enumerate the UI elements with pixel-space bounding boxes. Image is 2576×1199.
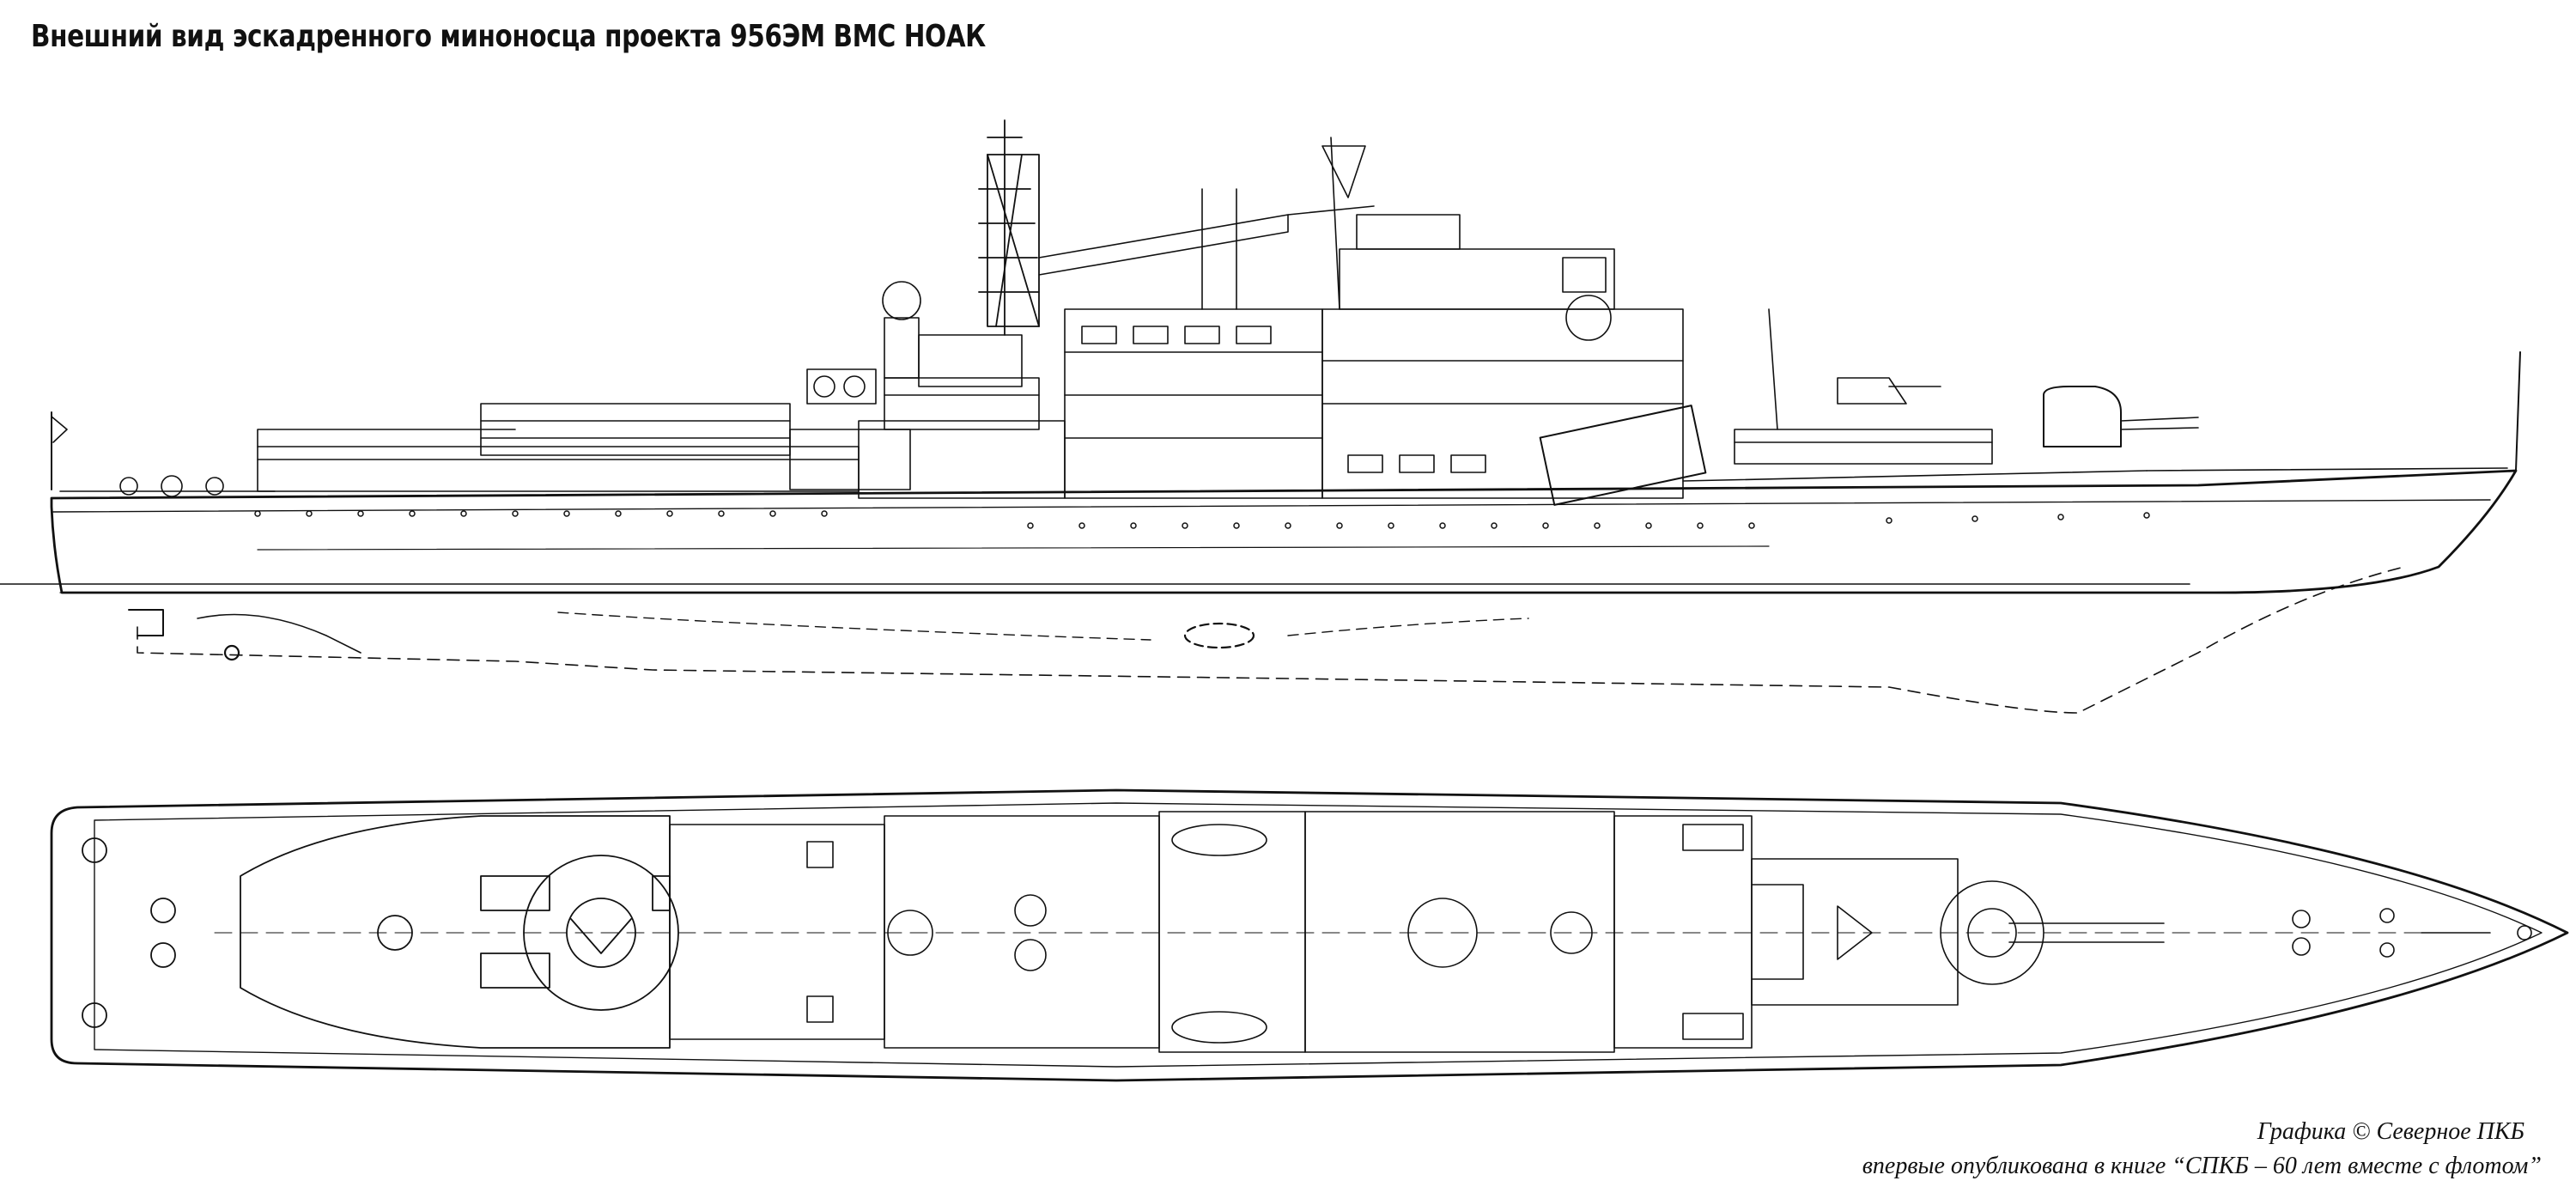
- central-superstructure: [1038, 188, 1375, 499]
- drawing-title: Внешний вид эскадренного миноносца проек…: [31, 19, 986, 54]
- stern-deck: [59, 429, 860, 497]
- credit-line-1: Графика © Северное ПКБ: [2257, 1118, 2524, 1145]
- hull-outline: [50, 469, 2518, 594]
- portholes: [254, 510, 2150, 529]
- main-gun-turret: [2043, 386, 2122, 447]
- forward-launcher: [1539, 405, 1707, 506]
- forward-deck: [1682, 308, 2508, 482]
- plan-forward: [1751, 858, 2532, 1006]
- hangar: [480, 403, 911, 490]
- graphics-credit: Графика © Северное ПКБ впервые опубликов…: [1862, 1115, 2542, 1184]
- plan-view: [50, 788, 2569, 1082]
- forward-superstructure: [1321, 137, 1684, 499]
- plan-midship: [669, 811, 1753, 1053]
- helicopter-deck: [82, 815, 679, 1049]
- deck-outline: [50, 788, 2569, 1082]
- aft-superstructure: [806, 281, 1066, 499]
- main-mast: [978, 119, 1040, 336]
- keel-dashed: [137, 566, 2405, 714]
- side-elevation-view: [0, 119, 2521, 714]
- credit-line-2: впервые опубликована в книге “СПКБ – 60 …: [1862, 1153, 2542, 1179]
